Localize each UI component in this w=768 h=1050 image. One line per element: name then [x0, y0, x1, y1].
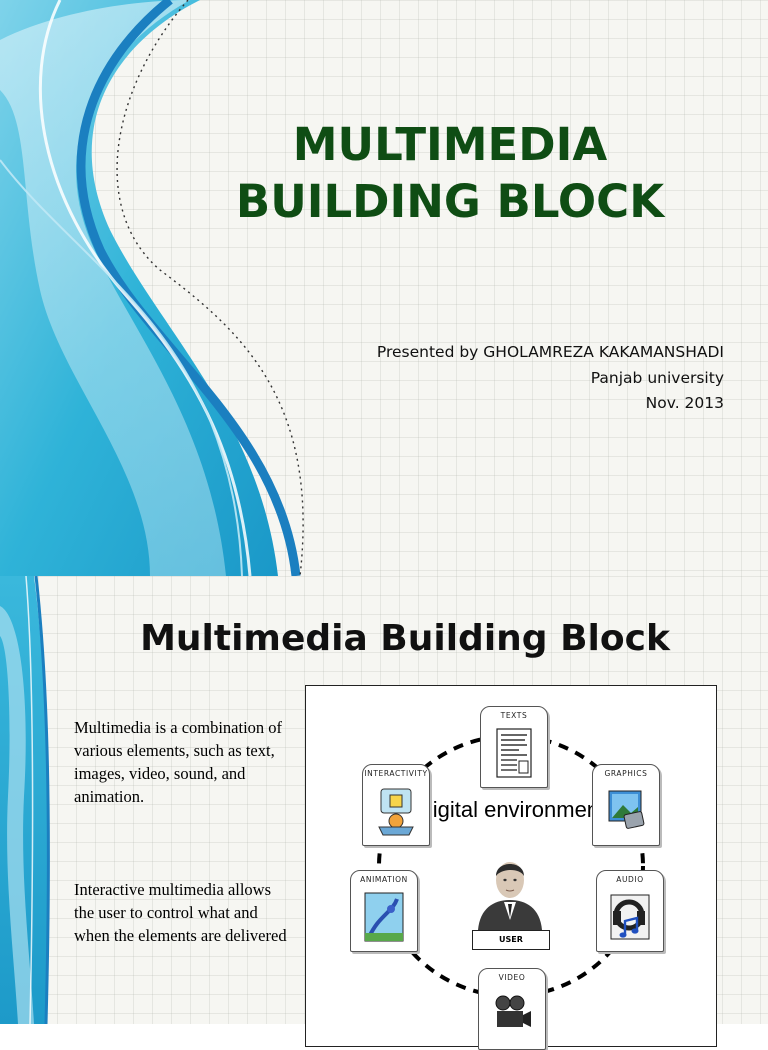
node-audio-label: AUDIO — [616, 875, 644, 884]
slide2-title: Multimedia Building Block — [140, 618, 670, 659]
presentation-date: Nov. 2013 — [645, 394, 724, 412]
interactivity-icon — [378, 788, 414, 836]
interactive-paragraph: Interactive multimedia allows the user t… — [74, 880, 287, 945]
animation-icon — [364, 892, 404, 942]
user-figure-icon — [478, 862, 542, 930]
title-slide: MULTIMEDIA BUILDING BLOCK Presented by G… — [0, 0, 768, 576]
digital-environment-label: Digital environment — [416, 797, 606, 822]
node-audio: AUDIO — [596, 870, 664, 952]
node-video: VIDEO — [478, 968, 546, 1050]
document-icon — [496, 728, 532, 778]
node-texts: TEXTS — [480, 706, 548, 788]
university-name: Panjab university — [590, 368, 724, 387]
node-animation-label: ANIMATION — [360, 875, 408, 884]
node-texts-label: TEXTS — [500, 711, 528, 720]
node-interactivity-label: INTERACTIVITY — [364, 769, 428, 778]
node-animation: ANIMATION — [350, 870, 418, 952]
slide-title: MULTIMEDIA BUILDING BLOCK — [170, 116, 730, 230]
multimedia-diagram: Digital environment USER TEXTS INTERACTI… — [305, 685, 717, 1050]
definition-paragraph: Multimedia is a combination of various e… — [74, 718, 283, 806]
blue-wave-decoration — [0, 0, 304, 576]
presenter-info: Presented by GHOLAMREZA KAKAMANSHADI Pan… — [377, 340, 724, 417]
presenter-name: Presented by GHOLAMREZA KAKAMANSHADI — [376, 343, 724, 361]
node-interactivity: INTERACTIVITY — [362, 764, 430, 846]
title-line-1: MULTIMEDIA — [292, 118, 608, 171]
node-video-label: VIDEO — [498, 973, 526, 982]
graphics-icon — [608, 790, 645, 829]
video-camera-icon — [495, 995, 531, 1027]
node-graphics-label: GRAPHICS — [604, 769, 648, 778]
audio-icon — [610, 894, 650, 940]
title-line-2: BUILDING BLOCK — [235, 175, 665, 228]
node-graphics: GRAPHICS — [592, 764, 660, 846]
user-label: USER — [472, 930, 550, 950]
blue-wave-edge-decoration — [0, 576, 50, 1024]
